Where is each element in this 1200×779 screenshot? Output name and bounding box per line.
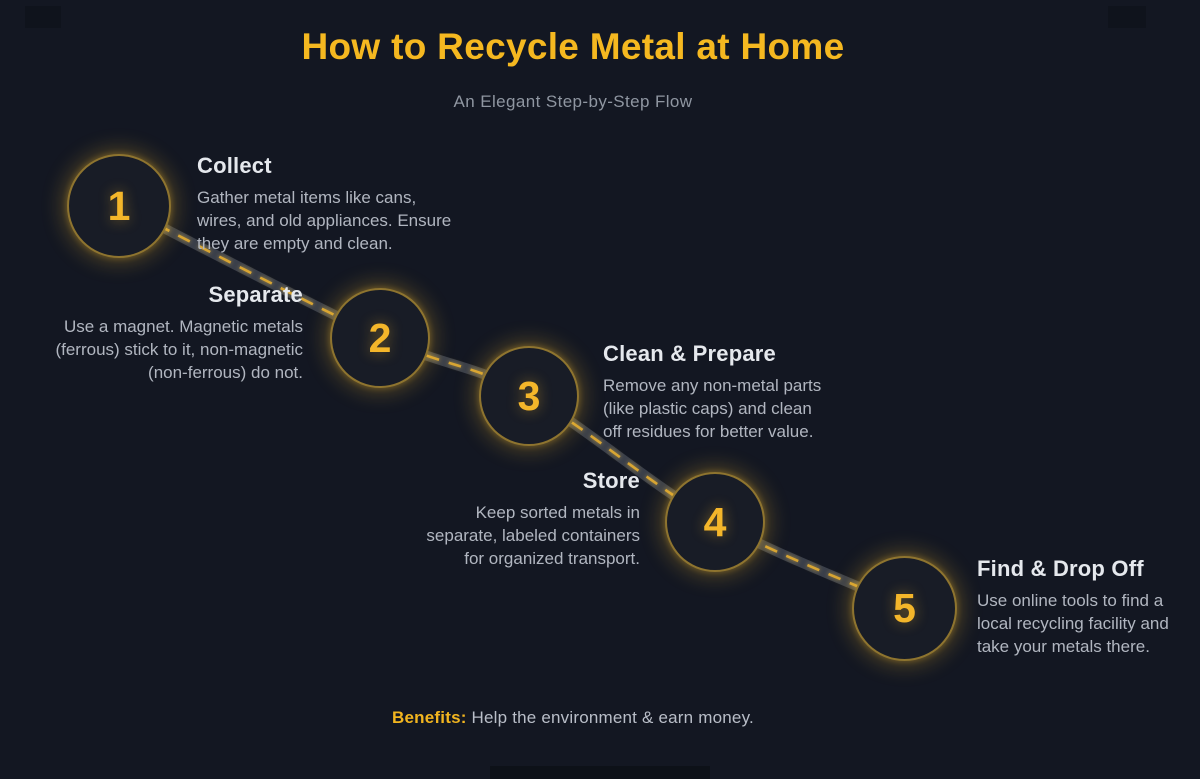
corner-tab-decoration (1108, 6, 1146, 28)
step-text-collect: Collect Gather metal items like cans, wi… (197, 153, 497, 255)
step-title: Collect (197, 153, 272, 178)
step-circle-2: 2 (330, 288, 430, 388)
step-text-store: Store Keep sorted metals in separate, la… (340, 468, 640, 570)
page-subtitle: An Elegant Step-by-Step Flow (453, 92, 693, 111)
step-description: Keep sorted metals in separate, labeled … (426, 503, 640, 568)
step-description: Gather metal items like cans, wires, and… (197, 188, 452, 253)
benefits-text: Help the environment & earn money. (466, 708, 754, 727)
step-description: Remove any non-metal parts (like plastic… (603, 376, 822, 441)
step-text-separate: Separate Use a magnet. Magnetic metals (… (0, 282, 303, 384)
step-circle-5: 5 (852, 556, 957, 661)
step-title: Find & Drop Off (977, 556, 1144, 581)
step-title: Clean & Prepare (603, 341, 776, 366)
benefits-label: Benefits: (392, 708, 467, 727)
bottom-bar-decoration (490, 766, 710, 779)
page-title: How to Recycle Metal at Home (301, 26, 845, 67)
step-text-find-drop-off: Find & Drop Off Use online tools to find… (977, 556, 1200, 658)
step-title: Separate (208, 282, 303, 307)
header: How to Recycle Metal at Home An Elegant … (0, 26, 1146, 112)
step-number: 2 (368, 314, 392, 361)
corner-tab-decoration (25, 6, 61, 28)
step-circle-3: 3 (479, 346, 579, 446)
benefits-line: Benefits: Help the environment & earn mo… (0, 708, 1146, 728)
step-circle-4: 4 (665, 472, 765, 572)
step-circle-1: 1 (67, 154, 171, 258)
step-title: Store (582, 468, 640, 493)
step-number: 1 (107, 182, 131, 229)
step-description: Use online tools to find a local recycli… (977, 591, 1169, 656)
step-text-clean-prepare: Clean & Prepare Remove any non-metal par… (603, 341, 903, 443)
step-number: 4 (703, 498, 727, 545)
step-number: 5 (893, 585, 916, 631)
step-description: Use a magnet. Magnetic metals (ferrous) … (55, 317, 303, 382)
step-number: 3 (517, 372, 541, 419)
